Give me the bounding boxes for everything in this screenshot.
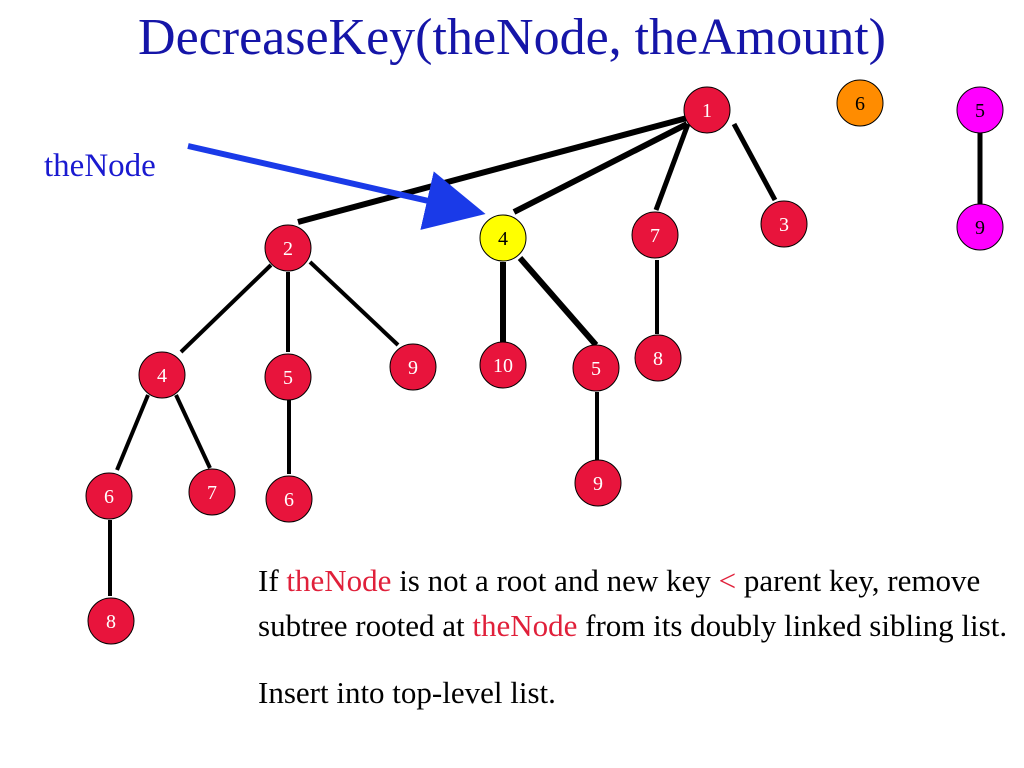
- node-circle: [634, 334, 682, 382]
- node-key: 8: [106, 611, 116, 633]
- heap-node-n9b: 9: [574, 459, 622, 507]
- node-key: 7: [207, 482, 217, 504]
- node-circle: [265, 475, 313, 523]
- heap-node-n9m: 9: [956, 203, 1004, 251]
- heap-node-n7a: 7: [188, 468, 236, 516]
- highlighted-term: theNode: [472, 608, 578, 643]
- explanation-text: If theNode is not a root and new key < p…: [258, 558, 1018, 715]
- node-circle: [572, 344, 620, 392]
- node-circle: [87, 597, 135, 645]
- tree-edge: [297, 115, 688, 225]
- node-key: 6: [104, 486, 114, 508]
- heap-node-n2: 2: [264, 224, 312, 272]
- slide-title: DecreaseKey(theNode, theAmount): [138, 9, 886, 66]
- node-circle: [479, 214, 527, 262]
- node-circle: [85, 472, 133, 520]
- text-segment: Insert into top-level list.: [258, 675, 556, 710]
- node-circle: [264, 353, 312, 401]
- heap-node-n8b: 8: [87, 597, 135, 645]
- node-circle: [683, 86, 731, 134]
- node-circle: [264, 224, 312, 272]
- heap-node-n5b: 5: [572, 344, 620, 392]
- heap-node-root5: 5: [956, 86, 1004, 134]
- paragraph-2: Insert into top-level list.: [258, 670, 1018, 715]
- heap-node-root1: 1: [683, 86, 731, 134]
- node-key: 4: [498, 228, 508, 250]
- heap-node-n5a: 5: [264, 353, 312, 401]
- highlighted-term: <: [718, 563, 737, 598]
- tree-edge: [512, 121, 689, 215]
- heap-node-n7: 7: [631, 211, 679, 259]
- heap-node-n6b: 6: [265, 475, 313, 523]
- text-segment: If: [258, 563, 287, 598]
- node-circle: [956, 86, 1004, 134]
- node-key: 3: [779, 214, 789, 236]
- node-circle: [631, 211, 679, 259]
- heap-node-n3: 3: [760, 200, 808, 248]
- tree-edge: [517, 256, 599, 347]
- node-key: 9: [975, 217, 985, 239]
- node-circle: [956, 203, 1004, 251]
- pointer-label: theNode: [44, 148, 156, 184]
- node-key: 7: [650, 225, 660, 247]
- node-circle: [188, 468, 236, 516]
- heap-node-n4sel: 4: [479, 214, 527, 262]
- text-segment: is not a root and new key: [391, 563, 719, 598]
- node-circle: [574, 459, 622, 507]
- node-key: 5: [283, 367, 293, 389]
- tree-edge: [308, 260, 400, 347]
- node-key: 6: [284, 489, 294, 511]
- node-key: 9: [408, 357, 418, 379]
- tree-edge: [179, 263, 273, 354]
- node-circle: [138, 351, 186, 399]
- node-key: 10: [493, 355, 513, 377]
- tree-edge: [653, 123, 691, 211]
- node-key: 1: [702, 100, 712, 122]
- tree-edge: [731, 122, 778, 202]
- nodes-layer: 1 6 5 9 2 4 7 3 4 5 9 10 5 8 6 7 6 9 8: [85, 79, 1004, 645]
- edges-layer: [108, 115, 983, 596]
- heap-node-root6: 6: [836, 79, 884, 127]
- node-circle: [760, 200, 808, 248]
- heap-node-n8a: 8: [634, 334, 682, 382]
- tree-edge: [174, 394, 212, 469]
- node-key: 5: [591, 358, 601, 380]
- pointer-arrow: [187, 143, 486, 230]
- node-key: 5: [975, 100, 985, 122]
- highlighted-term: theNode: [286, 563, 392, 598]
- paragraph-1: If theNode is not a root and new key < p…: [258, 558, 1018, 648]
- node-key: 4: [157, 365, 167, 387]
- text-segment: from its doubly linked sibling list.: [577, 608, 1008, 643]
- heap-node-n6a: 6: [85, 472, 133, 520]
- heap-node-n9a: 9: [389, 343, 437, 391]
- node-circle: [479, 341, 527, 389]
- node-key: 9: [593, 473, 603, 495]
- node-circle: [389, 343, 437, 391]
- node-key: 8: [653, 348, 663, 370]
- node-key: 2: [283, 238, 293, 260]
- heap-node-n10: 10: [479, 341, 527, 389]
- heap-node-n4a: 4: [138, 351, 186, 399]
- node-circle: [836, 79, 884, 127]
- tree-edge: [115, 394, 150, 471]
- text-segment: parent key, remove subtree rooted at: [258, 563, 981, 643]
- node-key: 6: [855, 93, 865, 115]
